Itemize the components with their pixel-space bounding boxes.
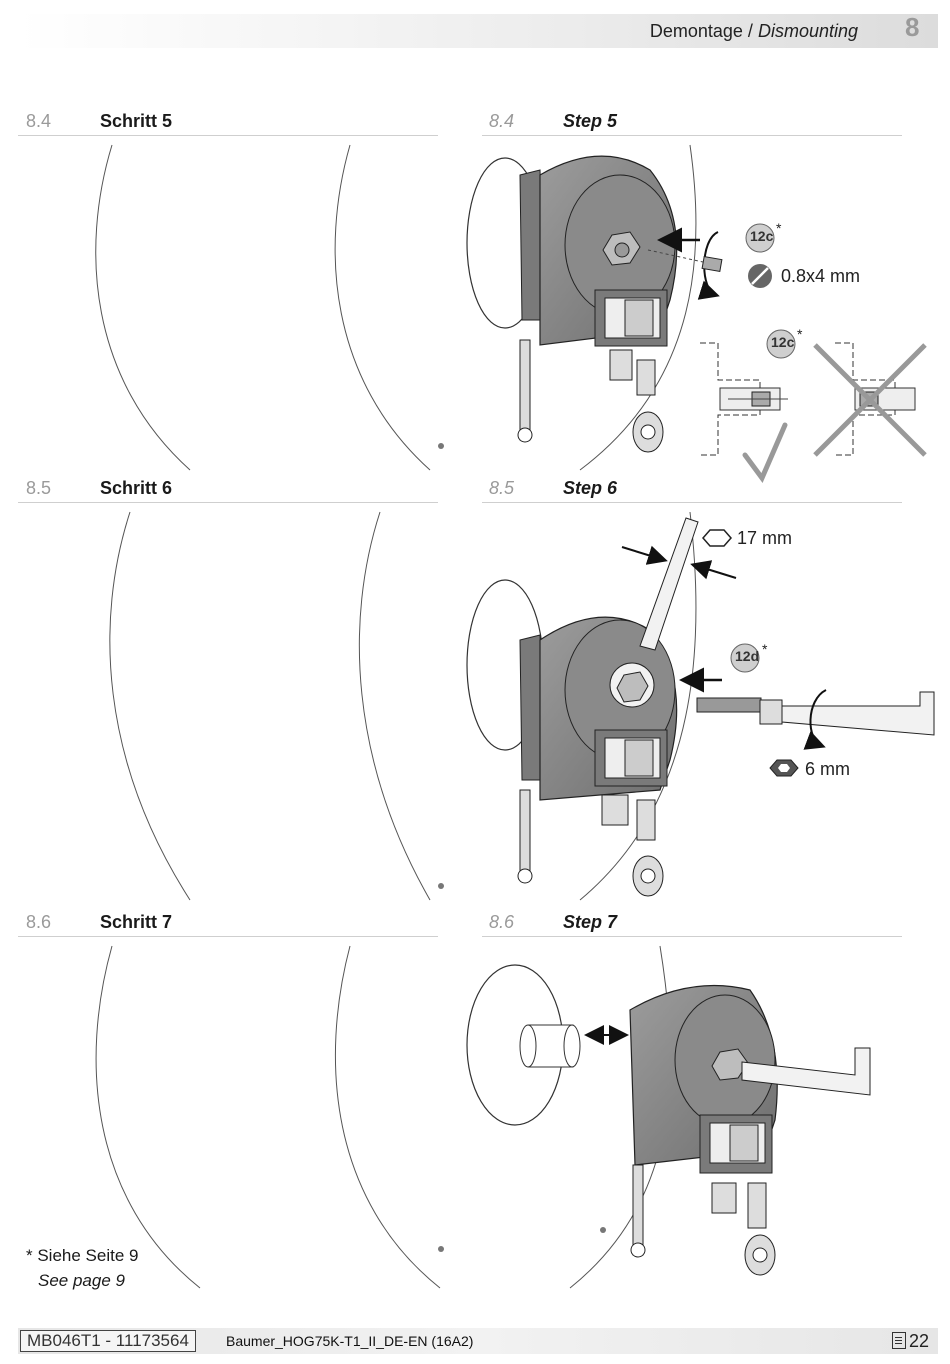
encoder-illustration-step5 [466,144,927,483]
drum-outline-left [95,144,441,1289]
chapter-number: 8 [905,12,920,42]
page-number-value: 22 [909,1331,930,1351]
header-title-en: Dismounting [757,21,858,41]
section-heading-de-step7: 8.6 Schritt 7 [26,912,438,936]
section-title: Step 7 [563,912,618,932]
section-divider [18,936,438,937]
section-heading-de-step6: 8.5 Schritt 6 [26,478,438,502]
bolt-dots [438,443,444,1252]
dimension-label: 0.8x4 mm [781,266,861,286]
header-bar [18,14,938,48]
encoder-illustration-step7 [466,945,871,1289]
callout-star: * [762,641,768,657]
page-header-title: Demontage / Dismounting [650,21,858,42]
encoder-illustration-step6 [466,511,935,901]
document-name: Baumer_HOG75K-T1_II_DE-EN (16A2) [226,1333,474,1349]
callout-star: * [797,326,803,342]
section-number: 8.6 [26,912,52,932]
wrench-size-label: 17 mm [737,528,793,548]
section-heading-en-step6: 8.5 Step 6 [489,478,909,502]
section-divider [482,502,902,503]
page-icon [892,1332,906,1349]
document-code: MB046T1 - 11173564 [20,1330,196,1352]
callout-star: * [776,220,782,236]
page-number: 22 [892,1331,929,1352]
footnote-de: * Siehe Seite 9 [26,1246,139,1265]
section-number: 8.5 [26,478,52,498]
callout-12d: 12d [735,648,760,664]
section-divider [18,502,438,503]
section-divider [482,135,902,136]
callout-12c: 12c [750,228,774,244]
section-title: Step 6 [563,478,618,498]
section-title: Schritt 5 [100,111,173,131]
section-heading-en-step5: 8.4 Step 5 [489,111,909,135]
section-heading-en-step7: 8.6 Step 7 [489,912,909,936]
hex-key-size-label: 6 mm [805,759,850,779]
footnote-en: See page 9 [38,1271,125,1290]
section-number: 8.4 [489,111,515,131]
section-divider [18,135,438,136]
section-title: Schritt 7 [100,912,173,932]
section-number: 8.4 [26,111,52,131]
section-heading-de-step5: 8.4 Schritt 5 [26,111,438,135]
callout-12c-detail: 12c [771,334,795,350]
header-title-de: Demontage / [649,21,753,41]
section-number: 8.5 [489,478,515,498]
section-title: Schritt 6 [100,478,173,498]
section-divider [482,936,902,937]
section-number: 8.6 [489,912,515,932]
section-title: Step 5 [563,111,618,131]
